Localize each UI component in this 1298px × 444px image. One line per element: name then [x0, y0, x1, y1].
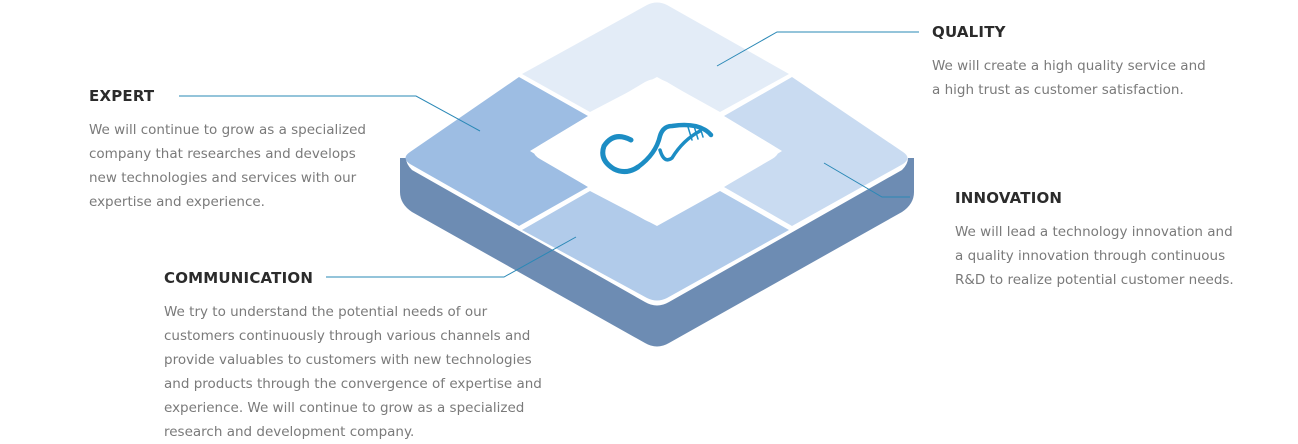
- communication-description: We try to understand the potential needs…: [164, 304, 542, 440]
- innovation-section: INNOVATION We will lead a technology inn…: [955, 189, 1255, 292]
- quality-section: QUALITY We will create a high quality se…: [932, 23, 1232, 102]
- expert-title: EXPERT: [89, 87, 155, 105]
- quality-description: We will create a high quality service an…: [932, 58, 1206, 98]
- innovation-description: We will lead a technology innovation and…: [955, 224, 1234, 288]
- tile-expert: [405, 77, 588, 226]
- quality-title: QUALITY: [932, 23, 1006, 41]
- expert-section: EXPERT We will continue to grow as a spe…: [89, 87, 379, 214]
- communication-title: COMMUNICATION: [164, 269, 314, 287]
- expert-description: We will continue to grow as a specialize…: [89, 122, 366, 210]
- connector-innovation: [823, 162, 910, 198]
- tile-communication: [522, 191, 789, 301]
- tile-quality: [522, 2, 789, 112]
- connector-quality: [716, 31, 919, 67]
- communication-section: COMMUNICATION We try to understand the p…: [164, 269, 544, 444]
- connector-communication: [326, 236, 577, 278]
- innovation-title: INNOVATION: [955, 189, 1063, 207]
- connector-expert: [179, 95, 481, 132]
- dna-logo-icon: [600, 122, 714, 175]
- tile-innovation: [724, 77, 908, 226]
